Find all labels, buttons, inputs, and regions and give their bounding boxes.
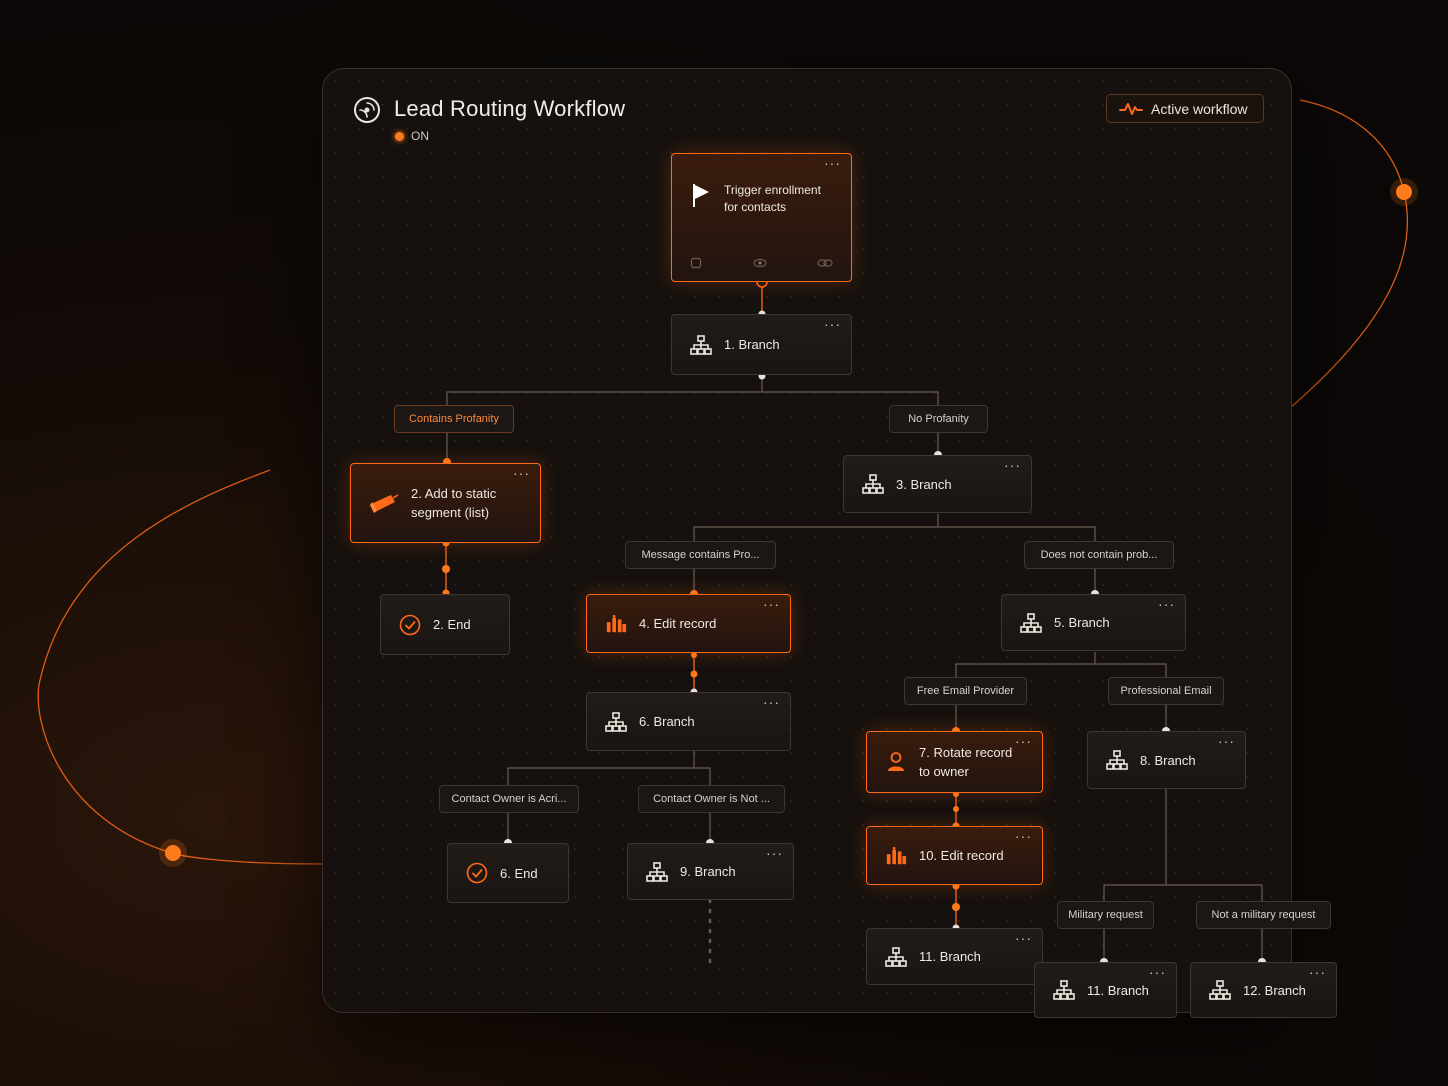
branch-icon — [1053, 979, 1075, 1001]
more-options-icon[interactable]: ··· — [1004, 457, 1021, 473]
app-logo-icon — [354, 97, 380, 123]
status-dot-icon — [395, 131, 404, 141]
more-options-icon[interactable]: ··· — [1309, 964, 1326, 980]
person-icon — [885, 751, 907, 773]
branch-icon — [605, 711, 627, 733]
node-label: 9. Branch — [680, 864, 736, 879]
condition-owner-is[interactable]: Contact Owner is Acri... — [439, 785, 579, 813]
node-label: 2. End — [433, 617, 471, 632]
check-circle-icon — [399, 614, 421, 636]
node-label: 6. End — [500, 865, 538, 881]
more-options-icon[interactable]: ··· — [766, 845, 783, 861]
node-label: 5. Branch — [1054, 615, 1110, 630]
node-label: 1. Branch — [724, 337, 780, 352]
branch-icon — [646, 861, 668, 883]
more-options-icon[interactable]: ··· — [1015, 828, 1032, 844]
more-options-icon[interactable]: ··· — [1158, 596, 1175, 612]
active-workflow-label: Active workflow — [1151, 100, 1248, 117]
branch-icon — [1209, 979, 1231, 1001]
condition-owner-not[interactable]: Contact Owner is Not ... — [638, 785, 785, 813]
more-options-icon[interactable]: ··· — [763, 596, 780, 612]
condition-not-military-request[interactable]: Not a military request — [1196, 901, 1331, 929]
page-title: Lead Routing Workflow — [394, 96, 626, 121]
node-6-end[interactable]: 6. End — [447, 843, 569, 903]
node-7-rotate-record[interactable]: 7. Rotate record to owner ··· — [866, 731, 1043, 793]
activity-icon — [1119, 102, 1143, 115]
node-6-branch[interactable]: 6. Branch ··· — [586, 692, 791, 751]
workflow-status: ON — [395, 129, 429, 143]
flag-icon — [690, 184, 712, 207]
more-options-icon[interactable]: ··· — [1015, 930, 1032, 946]
node-8-branch[interactable]: 8. Branch ··· — [1087, 731, 1246, 789]
check-circle-icon — [466, 862, 488, 884]
node-label: 10. Edit record — [919, 848, 1004, 863]
node-label: 11. Branch — [1087, 982, 1149, 998]
node-9-branch[interactable]: 9. Branch ··· — [627, 843, 794, 900]
more-options-icon[interactable]: ··· — [824, 155, 841, 171]
node-5-branch[interactable]: 5. Branch ··· — [1001, 594, 1186, 651]
status-label: ON — [411, 129, 429, 143]
more-options-icon[interactable]: ··· — [513, 465, 530, 481]
node-2-add-to-segment[interactable]: 2. Add to static segment (list) ··· — [350, 463, 541, 543]
node-label: 4. Edit record — [639, 616, 717, 631]
more-options-icon[interactable]: ··· — [1149, 964, 1166, 980]
node-label-line-1: 2. Add to static — [411, 486, 497, 501]
node-label: 12. Branch — [1243, 982, 1306, 998]
copy-icon[interactable] — [690, 257, 702, 269]
condition-no-profanity[interactable]: No Profanity — [889, 405, 988, 433]
node-2-end[interactable]: 2. End — [380, 594, 510, 655]
condition-message-contains[interactable]: Message contains Pro... — [625, 541, 776, 569]
trigger-line-1: Trigger enrollment — [724, 183, 821, 197]
node-12-branch[interactable]: 12. Branch ··· — [1190, 962, 1337, 1018]
edit-record-icon — [885, 845, 907, 867]
link-icon[interactable] — [817, 258, 833, 268]
more-options-icon[interactable]: ··· — [1015, 733, 1032, 749]
node-label-line-1: 7. Rotate record — [919, 745, 1013, 760]
condition-contains-profanity[interactable]: Contains Profanity — [394, 405, 514, 433]
branch-icon — [1020, 612, 1042, 634]
node-3-branch[interactable]: 3. Branch ··· — [843, 455, 1032, 513]
active-workflow-button[interactable]: Active workflow — [1106, 94, 1264, 123]
node-label: 6. Branch — [639, 714, 695, 729]
node-11-branch-left[interactable]: 11. Branch ··· — [866, 928, 1043, 985]
node-label-line-2: to owner — [919, 764, 969, 779]
megaphone-icon — [369, 492, 399, 514]
more-options-icon[interactable]: ··· — [763, 694, 780, 710]
condition-does-not-contain[interactable]: Does not contain prob... — [1024, 541, 1174, 569]
more-options-icon[interactable]: ··· — [1218, 733, 1235, 749]
node-1-branch[interactable]: 1. Branch ··· — [671, 314, 852, 375]
node-11-branch-right[interactable]: 11. Branch ··· — [1034, 962, 1177, 1018]
condition-military-request[interactable]: Military request — [1057, 901, 1154, 929]
eye-icon[interactable] — [752, 258, 767, 268]
branch-icon — [690, 334, 712, 356]
condition-professional-email[interactable]: Professional Email — [1108, 677, 1224, 705]
node-label: 3. Branch — [896, 476, 952, 492]
node-label: 8. Branch — [1140, 752, 1196, 768]
trigger-node[interactable]: Trigger enrollment for contacts ··· — [671, 153, 852, 282]
more-options-icon[interactable]: ··· — [824, 316, 841, 332]
branch-icon — [1106, 749, 1128, 771]
branch-icon — [885, 946, 907, 968]
edit-record-icon — [605, 613, 627, 635]
node-10-edit-record[interactable]: 10. Edit record ··· — [866, 826, 1043, 885]
branch-icon — [862, 473, 884, 495]
node-label-line-2: segment (list) — [411, 505, 490, 520]
node-label: 11. Branch — [919, 949, 981, 964]
condition-free-email[interactable]: Free Email Provider — [904, 677, 1027, 705]
node-4-edit-record[interactable]: 4. Edit record ··· — [586, 594, 791, 653]
trigger-line-2: for contacts — [724, 200, 787, 214]
